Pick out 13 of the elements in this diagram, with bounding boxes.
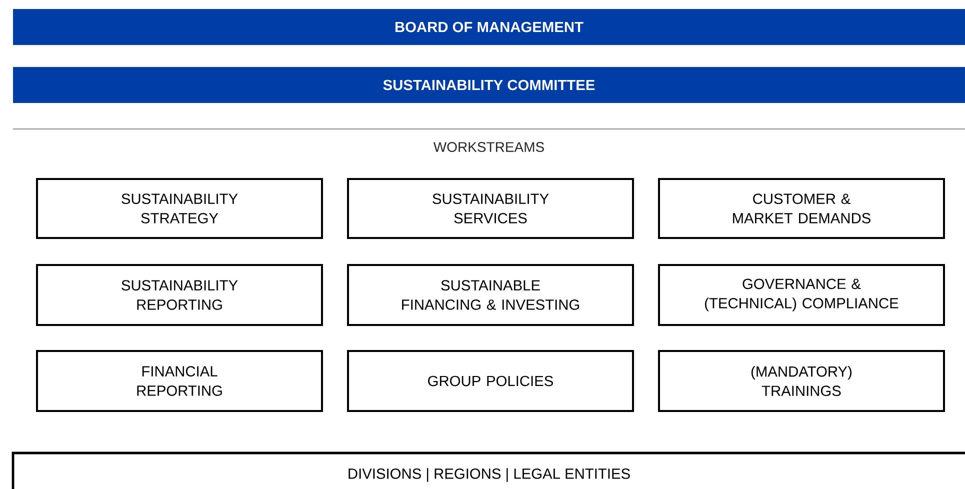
workstream-box: SUSTAINABILITY REPORTING	[36, 264, 323, 326]
workstream-box: (MANDATORY) TRAININGS	[658, 350, 945, 412]
header-bar: BOARD OF MANAGEMENT	[13, 9, 965, 45]
entity-box: DIVISIONS | REGIONS | LEGAL ENTITIES	[12, 452, 965, 489]
workstream-box: CUSTOMER & MARKET DEMANDS	[658, 178, 945, 239]
header-bar: SUSTAINABILITY COMMITTEE	[13, 67, 965, 103]
workstream-box: GROUP POLICIES	[347, 350, 634, 412]
workstream-box: SUSTAINABILITY SERVICES	[347, 178, 634, 239]
workstream-box: SUSTAINABLE FINANCING & INVESTING	[347, 264, 634, 326]
workstream-box: GOVERNANCE & (TECHNICAL) COMPLIANCE	[658, 264, 945, 326]
workstream-box: FINANCIAL REPORTING	[36, 350, 323, 412]
section-heading: WORKSTREAMS	[433, 142, 544, 152]
workstream-box: SUSTAINABILITY STRATEGY	[36, 178, 323, 239]
